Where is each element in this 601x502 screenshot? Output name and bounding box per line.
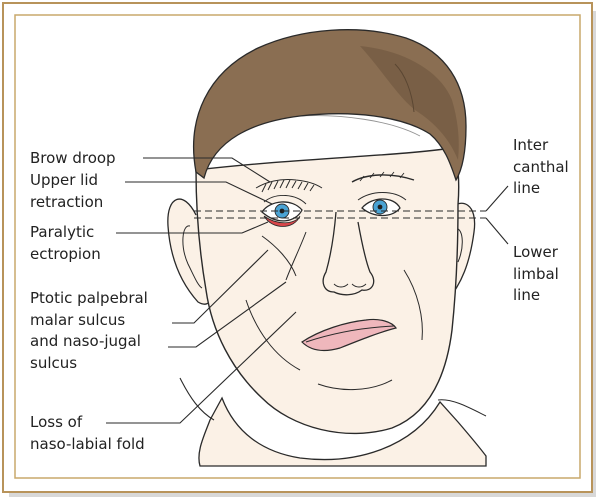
label-lower-limbal-line: Lower limbal line bbox=[513, 242, 559, 307]
label-naso-labial-fold: Loss of naso-labial fold bbox=[30, 412, 145, 455]
label-upper-lid-retraction: Upper lid retraction bbox=[30, 170, 103, 213]
right-pupil bbox=[378, 205, 383, 210]
label-brow-droop: Brow droop bbox=[30, 148, 116, 170]
label-inter-canthal-line: Inter canthal line bbox=[513, 135, 569, 200]
label-ptotic-sulcus: Ptotic palpebral malar sulcus and naso-j… bbox=[30, 288, 148, 374]
label-paralytic-ectropion: Paralytic ectropion bbox=[30, 222, 101, 265]
